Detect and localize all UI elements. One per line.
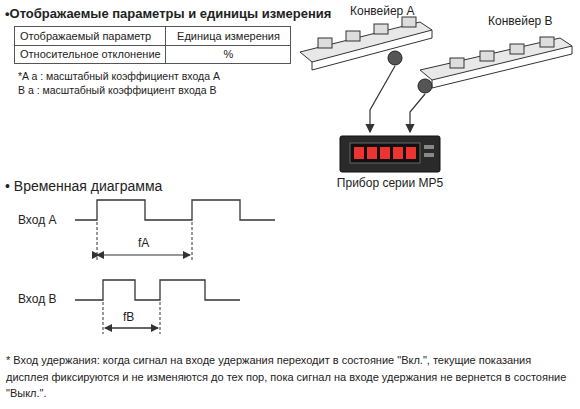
dimension-label: fA: [138, 236, 149, 250]
table-header: Единица измерения: [177, 30, 280, 43]
timing-diagram: [75, 200, 275, 300]
mp5-meter: [340, 136, 440, 172]
note: *A a : масштабный коэффициент входа A: [18, 70, 220, 83]
table-header: Отображаемый параметр: [20, 30, 151, 43]
section-title: •Отображаемые параметры и единицы измере…: [5, 6, 331, 22]
conveyor-b: [418, 37, 572, 93]
conveyor-a: [300, 17, 432, 70]
table-grid: [15, 27, 291, 64]
footnote: * Вход удержания: когда сигнал на входе …: [6, 352, 572, 402]
device-label-box: Прибор серии MP5: [300, 176, 480, 190]
table-cell: Относительное отклонение: [20, 48, 161, 61]
dimension-line: [97, 222, 192, 334]
note: B a : масштабный коэффициент входа B: [18, 84, 216, 97]
part-label: Конвейер A: [350, 4, 415, 18]
table-cell: %: [224, 48, 234, 61]
dimension-label: fB: [123, 310, 134, 324]
signal-name: Вход B: [18, 292, 56, 306]
signal-arrow: [370, 66, 425, 132]
part-label: Конвейер B: [488, 14, 553, 28]
device-label: Прибор серии MP5: [300, 176, 480, 190]
section-title: • Временная диаграмма: [5, 178, 162, 195]
dimension-arrow: [99, 255, 190, 328]
signal-name: Вход A: [18, 213, 56, 227]
